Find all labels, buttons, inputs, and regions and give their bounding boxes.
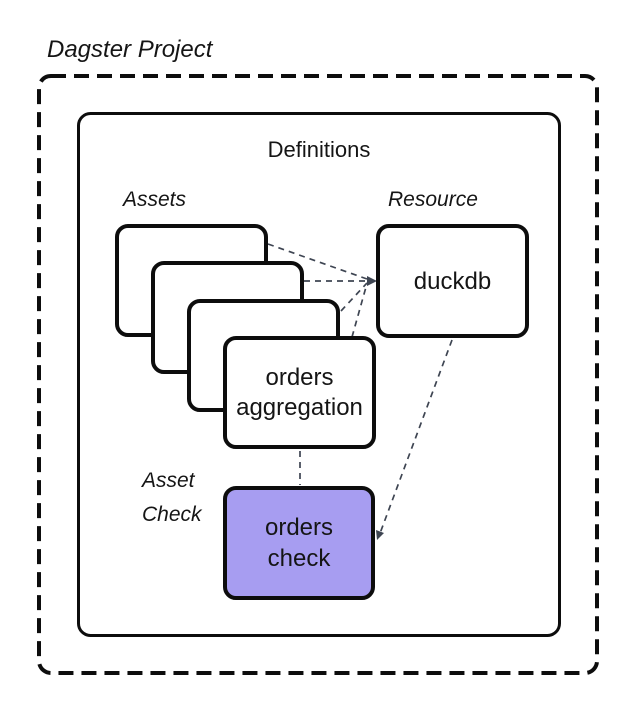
orders-aggregation-label-line2: aggregation (236, 393, 363, 421)
orders-check-label-line2: check (267, 545, 331, 572)
edge-duckdb-orders-check (378, 339, 453, 537)
arrowhead-orders-check (376, 530, 384, 540)
orders-check-node: orders check (223, 486, 375, 600)
orders-aggregation-node: orders aggregation (223, 336, 376, 449)
arrowheads-group (367, 276, 384, 540)
asset-check-label-line1: Asset (142, 469, 195, 492)
orders-check-label-line1: orders (264, 514, 334, 541)
duckdb-node: duckdb (376, 224, 529, 338)
edge-orders-aggregation-duckdb (351, 286, 367, 338)
resource-label: Resource (388, 188, 478, 211)
duckdb-label: duckdb (413, 267, 492, 295)
edges-group (267, 243, 453, 537)
asset-check-label-line2: Check (142, 503, 202, 526)
asset-check-label: Asset Check (142, 464, 222, 532)
project-boundary-box (37, 74, 599, 675)
orders-aggregation-label-line1: orders (265, 363, 334, 391)
arrowhead-duckdb (367, 276, 377, 286)
assets-label: Assets (123, 188, 187, 211)
diagram-title: Dagster Project (47, 36, 213, 63)
definitions-label: Definitions (267, 137, 371, 162)
